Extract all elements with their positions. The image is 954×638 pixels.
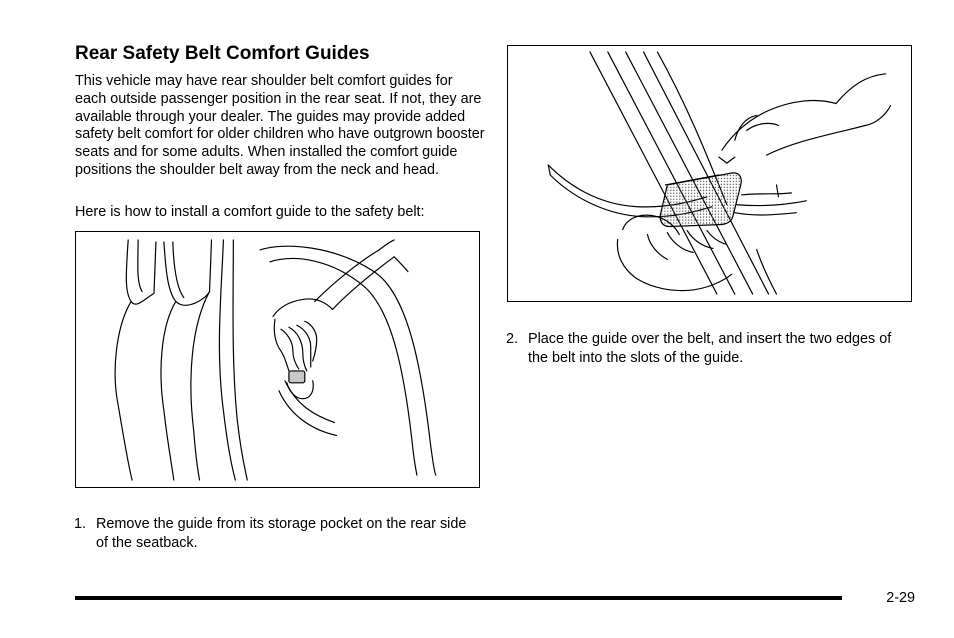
footer-rule xyxy=(75,596,842,600)
step-1-number: 1. xyxy=(73,516,86,532)
step-2: 2. Place the guide over the belt, and in… xyxy=(494,330,904,368)
step-2-text: Place the guide over the belt, and inser… xyxy=(528,331,892,366)
illustration-guide-over-belt xyxy=(507,45,912,302)
illustration-storage-pocket xyxy=(75,231,480,488)
step-1-text: Remove the guide from its storage pocket… xyxy=(96,516,467,551)
lead-in-paragraph: Here is how to install a comfort guide t… xyxy=(75,204,425,220)
section-title: Rear Safety Belt Comfort Guides xyxy=(75,43,370,64)
step-1: 1. Remove the guide from its storage poc… xyxy=(62,515,472,553)
step-2-number: 2. xyxy=(505,331,518,347)
intro-paragraph: This vehicle may have rear shoulder belt… xyxy=(75,73,485,178)
page-number: 2-29 xyxy=(886,590,915,606)
